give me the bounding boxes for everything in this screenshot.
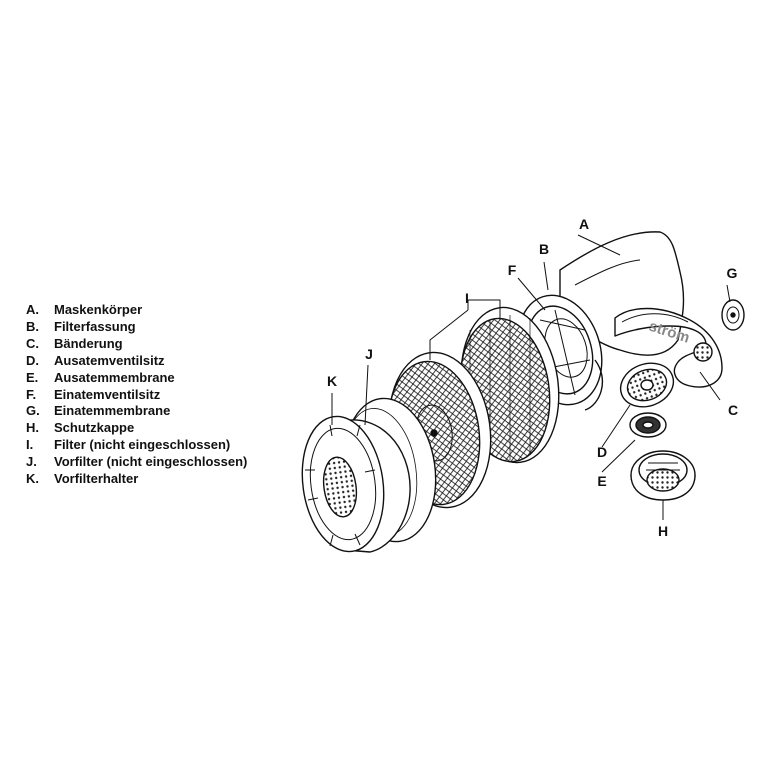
legend-item: K. Vorfilterhalter (26, 471, 247, 488)
legend-key: I. (26, 437, 34, 453)
callout-f: F (507, 262, 517, 278)
legend-key: D. (26, 352, 39, 368)
legend-key: G. (26, 403, 40, 419)
legend-label: Bänderung (54, 335, 123, 351)
callout-e: E (597, 473, 607, 489)
legend-label: Vorfilter (nicht eingeschlossen) (54, 454, 248, 470)
legend-item: G. Einatemmembrane (26, 403, 247, 420)
legend-label: Einatemmembrane (54, 403, 171, 419)
exhalation-membrane (629, 412, 667, 438)
callout-j: J (365, 346, 373, 362)
legend-item: E. Ausatemmembrane (26, 370, 247, 387)
legend-key: K. (26, 471, 39, 487)
legend-item: I. Filter (nicht eingeschlossen) (26, 437, 247, 454)
protective-cap (630, 450, 696, 501)
legend-item: D. Ausatemventilsitz (26, 353, 247, 370)
legend-item: B. Filterfassung (26, 319, 247, 336)
callout-g: G (726, 265, 738, 281)
legend-label: Maskenkörper (54, 302, 143, 317)
callout-h: H (657, 523, 669, 539)
legend-label: Filter (nicht eingeschlossen) (54, 437, 231, 453)
callout-k: K (326, 373, 338, 389)
legend-item: F. Einatemventilsitz (26, 387, 247, 404)
legend-key: H. (26, 420, 39, 436)
legend-key: E. (26, 369, 39, 385)
legend-label: Einatemventilsitz (54, 386, 161, 402)
callout-b: B (538, 241, 550, 257)
legend-item: A. Maskenkörper (26, 302, 247, 319)
legend-item: H. Schutzkappe (26, 420, 247, 437)
legend-key: F. (26, 386, 37, 402)
parts-legend: A. Maskenkörper B. Filterfassung C. Bänderu… (26, 302, 247, 488)
legend-key: B. (26, 318, 39, 334)
legend-item: C. Bänderung (26, 336, 247, 353)
leader-lines (331, 234, 731, 520)
harness-band: ström (614, 307, 723, 388)
legend-key: C. (26, 335, 39, 351)
callout-a: A (578, 216, 590, 232)
legend-label: Ausatemmembrane (54, 369, 175, 385)
prefilter-holder (301, 415, 411, 553)
callout-i: I (465, 290, 469, 306)
legend-key: J. (26, 454, 37, 470)
legend-label: Filterfassung (54, 318, 136, 334)
legend-label: Vorfilterhalter (54, 471, 139, 487)
inhalation-membrane (721, 299, 745, 331)
legend-item: J. Vorfilter (nicht eingeschlossen) (26, 454, 247, 471)
exhalation-valve-seat (619, 362, 675, 408)
callout-d: D (596, 444, 608, 460)
legend-label: Ausatemventilsitz (54, 352, 165, 368)
legend-key: A. (26, 302, 39, 317)
callout-c: C (727, 402, 739, 418)
harness-button-icon (693, 342, 713, 362)
legend-label: Schutzkappe (54, 420, 135, 436)
